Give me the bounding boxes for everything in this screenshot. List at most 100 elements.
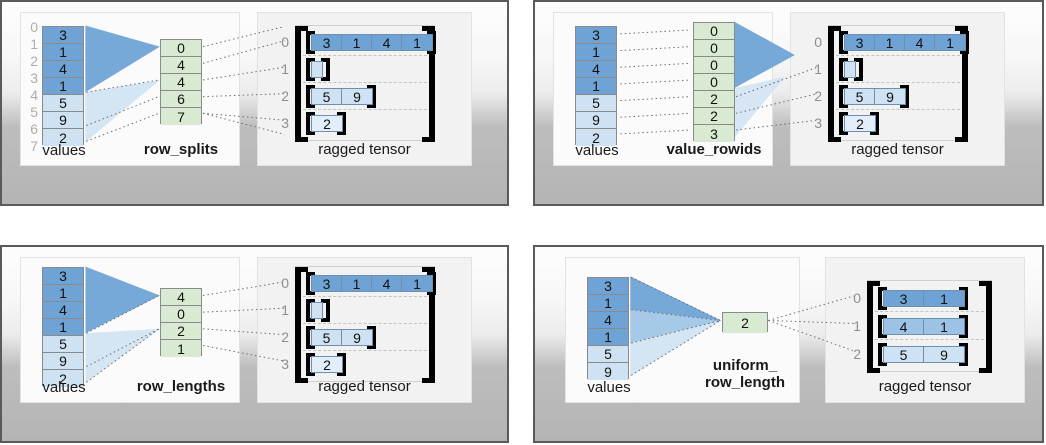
- tensor-row-index: 0: [281, 34, 289, 50]
- bracket-tip: [900, 85, 905, 89]
- bracket-tip: [870, 112, 875, 116]
- bracket-tip: [427, 272, 432, 276]
- encoding-label-uniform-row-length: uniform_row_length: [672, 357, 818, 391]
- value-cell: 1: [576, 44, 616, 61]
- bracket-tip: [310, 326, 315, 330]
- value-index-label: 1: [30, 36, 38, 52]
- encoding-cell: 4: [161, 57, 201, 74]
- bracket-tip: [337, 353, 342, 357]
- tensor-row-index: 2: [281, 329, 289, 345]
- values-caption-row-lengths: values: [42, 379, 86, 396]
- bracket-tip: [843, 85, 848, 89]
- value-cell: 9: [43, 353, 83, 370]
- bracket-tip: [882, 315, 887, 319]
- tensor-cell: 1: [935, 35, 965, 51]
- tensor-cell: 3: [884, 291, 924, 307]
- tensor-row-index: 3: [814, 115, 822, 131]
- tensor-cell: 1: [924, 319, 964, 335]
- tensor-row-index: 2: [281, 88, 289, 104]
- bracket-tip: [422, 267, 429, 272]
- bracket-tip: [310, 353, 315, 357]
- value-cell: 1: [576, 78, 616, 95]
- bracket-tip: [854, 58, 859, 62]
- value-cell: 1: [43, 285, 83, 302]
- tensor-row-separator: [836, 82, 960, 83]
- tensor-row-index: 0: [281, 275, 289, 291]
- tensor-outer-bracket-right: [422, 267, 435, 383]
- value-cell: 3: [43, 27, 83, 44]
- bracket-tip: [422, 137, 429, 142]
- encoding-cell: 2: [723, 313, 767, 333]
- bracket-tip: [427, 31, 432, 35]
- tensor-row-bracket-left: [306, 85, 315, 108]
- tensor-cell: 2: [845, 116, 875, 132]
- bracket-tip: [843, 77, 848, 81]
- tensor-row-bracket-right: [427, 31, 436, 54]
- value-cell: 4: [43, 302, 83, 319]
- tensor-row-index: 1: [281, 302, 289, 318]
- value-cell: 9: [588, 363, 628, 380]
- tensor-row-index: 1: [814, 61, 822, 77]
- tensor-cell: 2: [312, 357, 342, 373]
- tensor-cell: 5: [884, 347, 924, 363]
- tensor-row-index: 0: [853, 290, 861, 306]
- tensor-cell: 2: [312, 116, 342, 132]
- tensor-row-separator: [303, 55, 427, 56]
- bracket-tip: [310, 318, 315, 322]
- tensor-row-separator: [303, 350, 427, 351]
- value-cell: 4: [576, 61, 616, 78]
- tensor-caption-value-rowids: ragged tensor: [851, 141, 944, 158]
- value-cell: 1: [588, 329, 628, 346]
- tensor-cell: 1: [342, 276, 372, 292]
- value-index-label: 2: [30, 53, 38, 69]
- bracket-tip: [310, 272, 315, 276]
- bracket-tip: [310, 372, 315, 376]
- bracket-tip: [873, 281, 880, 286]
- encoding-label-row-lengths: row_lengths: [110, 378, 252, 395]
- bracket-tip: [310, 291, 315, 295]
- bracket-tip: [301, 137, 308, 142]
- tensor-row-bracket-left: [839, 112, 848, 135]
- bracket-tip: [367, 85, 372, 89]
- tensor-cell: 4: [372, 276, 402, 292]
- bracket-tip: [955, 137, 962, 142]
- tensor-cell: 4: [905, 35, 935, 51]
- tensor-row-bracket-right: [427, 272, 436, 295]
- encoding-cell: 0: [161, 40, 201, 57]
- tensor-cell: 3: [845, 35, 875, 51]
- tensor-caption-uniform-row-length: ragged tensor: [878, 378, 972, 395]
- tensor-row-index: 0: [814, 34, 822, 50]
- encoding-cell: 0: [694, 40, 734, 57]
- encoding-cell: 0: [694, 57, 734, 74]
- tensor-row-bracket-right: [959, 315, 968, 338]
- tensor-row-cells: 2: [311, 356, 343, 373]
- encoding-cell: 4: [161, 289, 201, 306]
- tensor-row-index: 2: [853, 346, 861, 362]
- tensor-row-bracket-right: [959, 343, 968, 366]
- tensor-row-bracket-right: [337, 112, 346, 135]
- tensor-cell: 5: [845, 89, 875, 105]
- tensor-row-cells: 2: [311, 115, 343, 132]
- tensor-cell: 4: [884, 319, 924, 335]
- tensor-cell: 1: [875, 35, 905, 51]
- bracket-tip: [301, 26, 308, 31]
- encoding-label-row-splits: row_splits: [110, 141, 252, 158]
- bracket-tip: [843, 112, 848, 116]
- encoding-cell: 2: [694, 91, 734, 108]
- bracket-tip: [310, 58, 315, 62]
- bracket-tip: [960, 50, 965, 54]
- encoding-label-line: row_length: [704, 374, 785, 391]
- bracket-tip: [321, 77, 326, 81]
- value-index-label: 7: [30, 138, 38, 154]
- value-cell: 1: [43, 78, 83, 95]
- tensor-empty-row-marker: [844, 61, 856, 78]
